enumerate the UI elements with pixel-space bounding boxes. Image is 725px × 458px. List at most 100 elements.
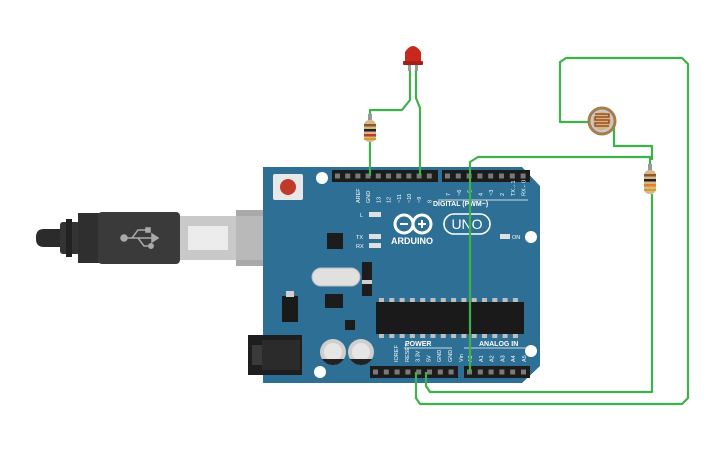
svg-text:L: L (360, 213, 363, 219)
chip-pin (461, 298, 467, 302)
onboard-led-rx: RX (356, 243, 381, 250)
pin-label: ~3 (489, 190, 495, 196)
chip-pin (409, 298, 415, 302)
header-pin[interactable] (455, 173, 461, 179)
chip-pin (492, 298, 498, 302)
svg-text:UNO: UNO (451, 216, 482, 232)
header-pin[interactable] (477, 173, 483, 179)
chip-pin (502, 334, 508, 338)
pin-label: GND (437, 350, 443, 362)
header-pin[interactable] (406, 173, 412, 179)
resistor-led[interactable] (364, 114, 376, 142)
photoresistor[interactable] (587, 106, 617, 136)
dc-power-jack (248, 335, 302, 375)
pin-label: A4 (511, 355, 517, 362)
crystal-oscillator (311, 267, 361, 287)
digital-header-right (442, 170, 530, 182)
chip-pin (471, 334, 477, 338)
header-pin[interactable] (426, 173, 432, 179)
microcontroller-chip (376, 298, 524, 338)
mount-hole (525, 345, 537, 357)
chip-pin (440, 334, 446, 338)
header-pin[interactable] (416, 369, 422, 375)
pin-label: A1 (479, 355, 485, 362)
header-pin[interactable] (335, 173, 340, 179)
analog-header (464, 366, 530, 378)
header-pin[interactable] (437, 369, 443, 375)
chip-pin (420, 298, 426, 302)
header-pin[interactable] (499, 369, 505, 375)
pin-label: GND (366, 191, 372, 203)
header-pin[interactable] (396, 173, 402, 179)
header-pin[interactable] (375, 173, 381, 179)
chip-pin (409, 334, 415, 338)
digital-header-left (332, 170, 438, 182)
header-pin[interactable] (394, 369, 400, 375)
pin-label: RESET (405, 343, 411, 362)
chip-pin (502, 298, 508, 302)
wire-led-cathode[interactable] (368, 68, 412, 120)
chip-pin (379, 298, 384, 302)
pin-label: 4 (478, 193, 484, 196)
svg-text:ARDUINO: ARDUINO (391, 236, 433, 246)
pin-label: ~11 (397, 194, 403, 203)
arduino-uno-board[interactable]: L TX RX ON ARDUINO UNO (248, 167, 540, 383)
header-pin[interactable] (510, 369, 516, 375)
header-pin[interactable] (345, 173, 351, 179)
header-pin[interactable] (427, 369, 432, 375)
resistor-ldr[interactable] (644, 164, 656, 194)
svg-text:ON: ON (512, 235, 520, 241)
pin-label: ~6 (457, 190, 463, 196)
chip-pin (430, 298, 436, 302)
pin-label: 5V (426, 355, 432, 362)
diode (362, 262, 372, 296)
reset-button[interactable] (273, 174, 303, 200)
chip-pin (482, 298, 487, 302)
pin-label: 7 (446, 193, 452, 196)
wire-ldr-a0[interactable] (468, 155, 652, 372)
header-pin[interactable] (383, 369, 389, 375)
mount-hole (314, 366, 326, 378)
pin-label: 2 (500, 193, 506, 196)
onboard-led-l: L (360, 212, 381, 219)
wire-resistor-gnd-2[interactable] (424, 194, 654, 394)
header-pin[interactable] (373, 369, 378, 375)
pin-label: Vin (459, 354, 465, 362)
arduino-logo: ARDUINO (391, 213, 433, 246)
pin-label: 13 (376, 197, 382, 203)
pin-label: ~10 (407, 194, 413, 203)
header-pin[interactable] (521, 369, 526, 375)
pin-label: A2 (490, 355, 496, 362)
red-led[interactable] (403, 46, 423, 71)
header-pin[interactable] (520, 173, 526, 179)
chip-pin (451, 298, 457, 302)
header-pin[interactable] (365, 173, 371, 179)
header-pin[interactable] (488, 173, 494, 179)
power-header (370, 366, 458, 378)
pin-label: A5 (522, 355, 528, 362)
wire-led-anode[interactable] (414, 68, 422, 176)
chip-pin (430, 334, 436, 338)
chip-pin (420, 334, 426, 338)
header-pin[interactable] (488, 369, 494, 375)
svg-text:RX: RX (356, 244, 364, 250)
chip-pin (389, 334, 395, 338)
usb-icon (120, 227, 160, 249)
header-pin[interactable] (499, 173, 504, 179)
header-pin[interactable] (445, 173, 450, 179)
header-pin[interactable] (386, 173, 391, 179)
svg-text:TX: TX (356, 235, 363, 241)
wire-ldr-5v[interactable] (414, 56, 690, 406)
wire-ldr-right[interactable] (612, 123, 654, 160)
header-pin[interactable] (355, 173, 361, 179)
header-pin[interactable] (405, 369, 411, 375)
pin-label: RX←0 (522, 180, 528, 196)
chip-pin (512, 298, 518, 302)
header-pin[interactable] (509, 173, 515, 179)
pin-label: IOREF (394, 345, 400, 362)
header-pin[interactable] (477, 369, 483, 375)
pin-label: 3.3V (416, 350, 422, 362)
chip-pin (482, 334, 487, 338)
header-pin[interactable] (448, 369, 454, 375)
